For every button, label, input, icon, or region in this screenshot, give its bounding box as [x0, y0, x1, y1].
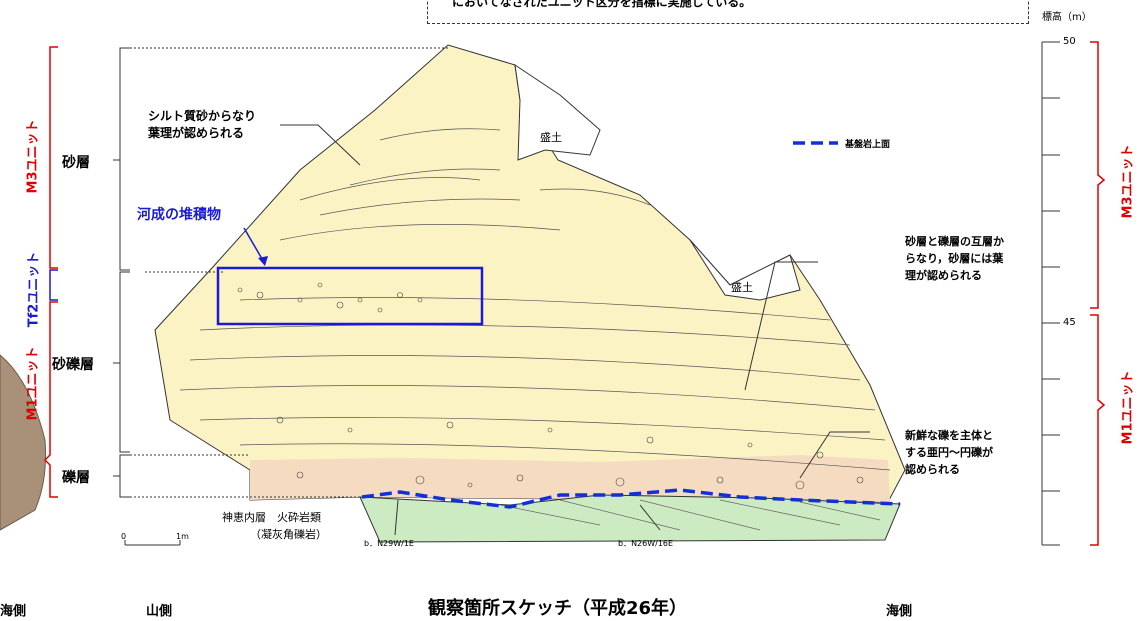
left-unit-tf2: Tf2ユニット	[26, 251, 42, 328]
fill-area-lower	[689, 239, 801, 301]
river-deposit-label: 河成の堆積物	[137, 207, 221, 223]
left-tf2-bracket	[49, 269, 58, 301]
fresh-gravel-annotation-1: 新鮮な礫を主体と	[905, 429, 993, 442]
alternation-annotation-2: らなり，砂層には葉	[905, 252, 1004, 265]
footer-sea-right: 海側	[886, 604, 913, 619]
right-unit-m1: M1ユニット	[1120, 370, 1136, 445]
bedrock-annotation-1: 神恵内層 火砕岩類	[222, 511, 321, 524]
strike-annotation-1: b．N29W/1E	[364, 539, 414, 548]
bedrock-top-line	[361, 488, 901, 509]
elevation-axis	[1041, 41, 1060, 546]
left-unit-m3: M3ユニット	[25, 119, 41, 194]
alternation-annotation-1: 砂層と礫層の互層か	[905, 235, 1004, 248]
header-note-box: においてなされたユニット区分を指標に実施している。	[427, 0, 1029, 24]
footer-sea-left: 海側	[0, 604, 27, 619]
alternation-annotation-3: 理が認められる	[905, 269, 982, 282]
header-note: においてなされたユニット区分を指標に実施している。	[452, 0, 752, 9]
silt-annotation-1: シルト質砂からなり	[148, 109, 257, 123]
elevation-tick-50: 50	[1063, 36, 1076, 47]
layer-brackets	[113, 47, 130, 498]
footer-mountain: 山側	[146, 604, 173, 619]
leader-lines	[280, 124, 870, 536]
right-unit-m3: M3ユニット	[1120, 144, 1136, 219]
scale-one: 1m	[176, 532, 189, 541]
scale-bar	[124, 540, 181, 546]
bedrock-annotation-2: （凝灰角礫岩）	[250, 528, 327, 541]
layer-sandy-gravel: 砂礫層	[52, 357, 94, 373]
lamina-lines	[179, 128, 891, 471]
elevation-title: 標高（m）	[1042, 12, 1092, 23]
fill-label-upper: 盛土	[540, 131, 562, 144]
gravel-dots	[237, 282, 864, 490]
dotted-guides	[130, 47, 450, 498]
silt-annotation-2: 葉理が認められる	[148, 126, 245, 140]
layer-sand: 砂層	[62, 155, 90, 171]
elevation-tick-45: 45	[1063, 317, 1076, 328]
fresh-gravel-annotation-3: 認められる	[905, 463, 960, 476]
bedrock-strike-lines	[499, 499, 881, 531]
fresh-gravel-annotation-2: する亜円～円礫が	[905, 446, 993, 459]
layer-gravel: 礫層	[62, 470, 90, 486]
strike-annotation-2: b．N26W/16E	[618, 539, 674, 548]
gravel-band	[250, 455, 890, 502]
photo-fragment	[0, 354, 47, 531]
scale-zero: 0	[121, 532, 127, 541]
river-deposit-box	[216, 266, 484, 326]
footer-title: 観察箇所スケッチ（平成26年）	[428, 598, 688, 619]
left-unit-m1: M1ユニット	[25, 346, 41, 421]
fill-label-lower: 盛土	[731, 281, 753, 294]
left-unit-brackets	[43, 46, 58, 498]
fill-area-upper	[514, 63, 601, 161]
river-arrow-head	[258, 256, 268, 266]
legend-bedrock-top: 基盤岩上面	[845, 140, 891, 150]
right-unit-brackets	[1090, 41, 1106, 546]
